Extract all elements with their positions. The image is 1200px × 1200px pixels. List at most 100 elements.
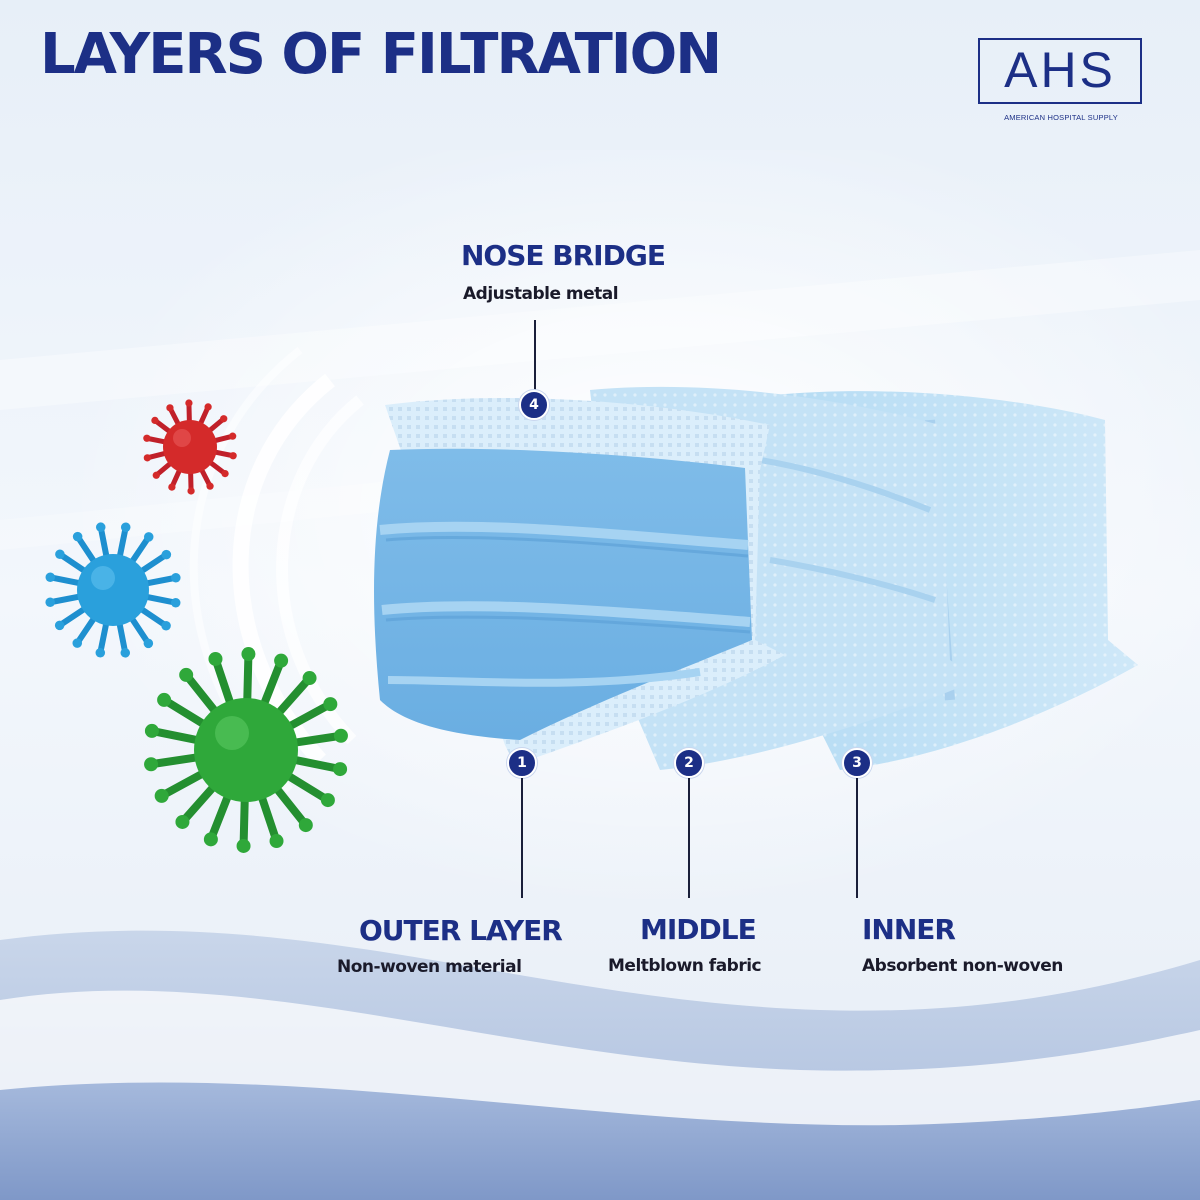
virus-spike-tip — [143, 638, 154, 649]
virus-spike-tip — [204, 403, 212, 411]
virus-spike-tip — [161, 549, 172, 560]
inner-layer-marker: 3 — [842, 748, 872, 778]
virus-spike-tip — [229, 432, 237, 440]
inner-layer-heading: INNER — [862, 913, 956, 946]
virus-spike-tip — [203, 832, 218, 847]
virus-spike-tip — [333, 762, 348, 777]
virus-spike — [206, 792, 232, 844]
virus-spike-tip — [45, 597, 55, 608]
red-virus-icon — [143, 399, 237, 495]
virus-spike-tip — [179, 667, 194, 682]
virus-spike — [97, 524, 110, 560]
virus-spike-tip — [333, 728, 348, 743]
virus-spike — [138, 605, 170, 629]
outer-layer-marker: 1 — [507, 748, 537, 778]
virus-spike-tip — [72, 638, 83, 648]
virus-spike — [291, 731, 345, 747]
virus-spike-tip — [55, 549, 65, 560]
virus-spike-tip — [175, 814, 190, 829]
middle-layer-marker: 2 — [674, 748, 704, 778]
virus-spike — [128, 615, 152, 647]
virus-spike — [47, 593, 83, 606]
virus-spike — [47, 574, 83, 587]
virus-spike-tip — [143, 532, 154, 542]
virus-spike-tip — [185, 399, 193, 407]
virus-spike-tip — [302, 671, 317, 686]
virus-spike-tip — [320, 793, 335, 808]
virus-spike-tip — [120, 522, 131, 533]
inner-layer-description: Absorbent non-woven — [862, 956, 1063, 976]
virus-spike — [211, 654, 235, 707]
virus-spike-tip — [269, 834, 284, 849]
virus-spike — [143, 593, 179, 606]
outer-layer-illustration — [374, 397, 785, 765]
virus-spike-tip — [206, 482, 214, 490]
virus-spike-tip — [208, 651, 223, 666]
virus-spike — [182, 670, 219, 715]
blue-virus-icon — [45, 522, 181, 658]
virus-spike-tip — [166, 404, 174, 412]
virus-spike — [157, 769, 207, 800]
virus-spike — [160, 695, 208, 728]
page-title: LAYERS OF FILTRATION — [40, 22, 722, 87]
virus-spike-tip — [161, 620, 171, 631]
virus-spike-tip — [221, 469, 229, 478]
outer-layer-leader-line — [521, 778, 523, 898]
virus-spike-tip — [154, 788, 169, 803]
green-virus-icon — [144, 647, 348, 853]
virus-spike-tip — [274, 653, 289, 668]
outer-layer-description: Non-woven material — [337, 957, 522, 977]
virus-spike — [74, 533, 98, 565]
virus-spike — [97, 620, 110, 656]
virus-spike-tip — [241, 647, 256, 662]
virus-spike — [56, 605, 88, 629]
light-streak — [0, 250, 1200, 410]
virus-spike — [273, 785, 310, 830]
virus-spike — [143, 574, 179, 587]
virus-spike — [56, 551, 88, 575]
virus-spike — [257, 793, 281, 846]
virus-spike — [178, 783, 217, 826]
virus-spike — [147, 753, 201, 769]
virus-spike — [239, 795, 249, 850]
virus-spike — [138, 551, 170, 575]
virus-spike-tip — [171, 572, 181, 583]
bottom-wave — [0, 1082, 1200, 1200]
virus-spike-tip — [72, 531, 83, 542]
virus-spike — [74, 615, 98, 647]
virus-spike-tip — [151, 416, 159, 425]
nose-bridge-heading: NOSE BRIDGE — [461, 239, 666, 272]
virus-spike-tip — [187, 487, 195, 495]
virus-spike — [128, 533, 152, 565]
virus-spike-tip — [170, 597, 181, 608]
virus-spike-tip — [220, 415, 228, 423]
nose-bridge-description: Adjustable metal — [463, 284, 619, 304]
virus-spike — [116, 524, 129, 560]
outer-layer-heading: OUTER LAYER — [359, 914, 563, 947]
virus-spike-tip — [298, 818, 313, 833]
virus-spike-tip — [236, 838, 251, 853]
brand-tagline: AMERICAN HOSPITAL SUPPLY — [1004, 113, 1118, 122]
virus-spike-tip — [143, 454, 151, 462]
nose-bridge-marker: 4 — [519, 390, 549, 420]
virus-spike-tip — [323, 697, 338, 712]
virus-spike — [243, 650, 253, 705]
nose-bridge-leader-line — [534, 320, 536, 392]
virus-spike — [291, 755, 345, 774]
virus-spike-tip — [45, 572, 56, 583]
virus-spike — [275, 674, 314, 717]
virus-spike-tip — [152, 471, 160, 479]
virus-spike — [285, 700, 335, 731]
virus-spike-tip — [95, 522, 106, 532]
middle-layer-leader-line — [688, 778, 690, 898]
virus-spike-tip — [143, 434, 151, 442]
middle-layer-heading: MIDDLE — [640, 913, 757, 946]
virus-spike — [260, 656, 286, 708]
middle-layer-description: Meltblown fabric — [608, 956, 762, 976]
inner-layer-leader-line — [856, 778, 858, 898]
virus-spike-tip — [54, 620, 65, 631]
brand-logo: AHS — [978, 38, 1142, 104]
virus-spike — [147, 726, 201, 745]
